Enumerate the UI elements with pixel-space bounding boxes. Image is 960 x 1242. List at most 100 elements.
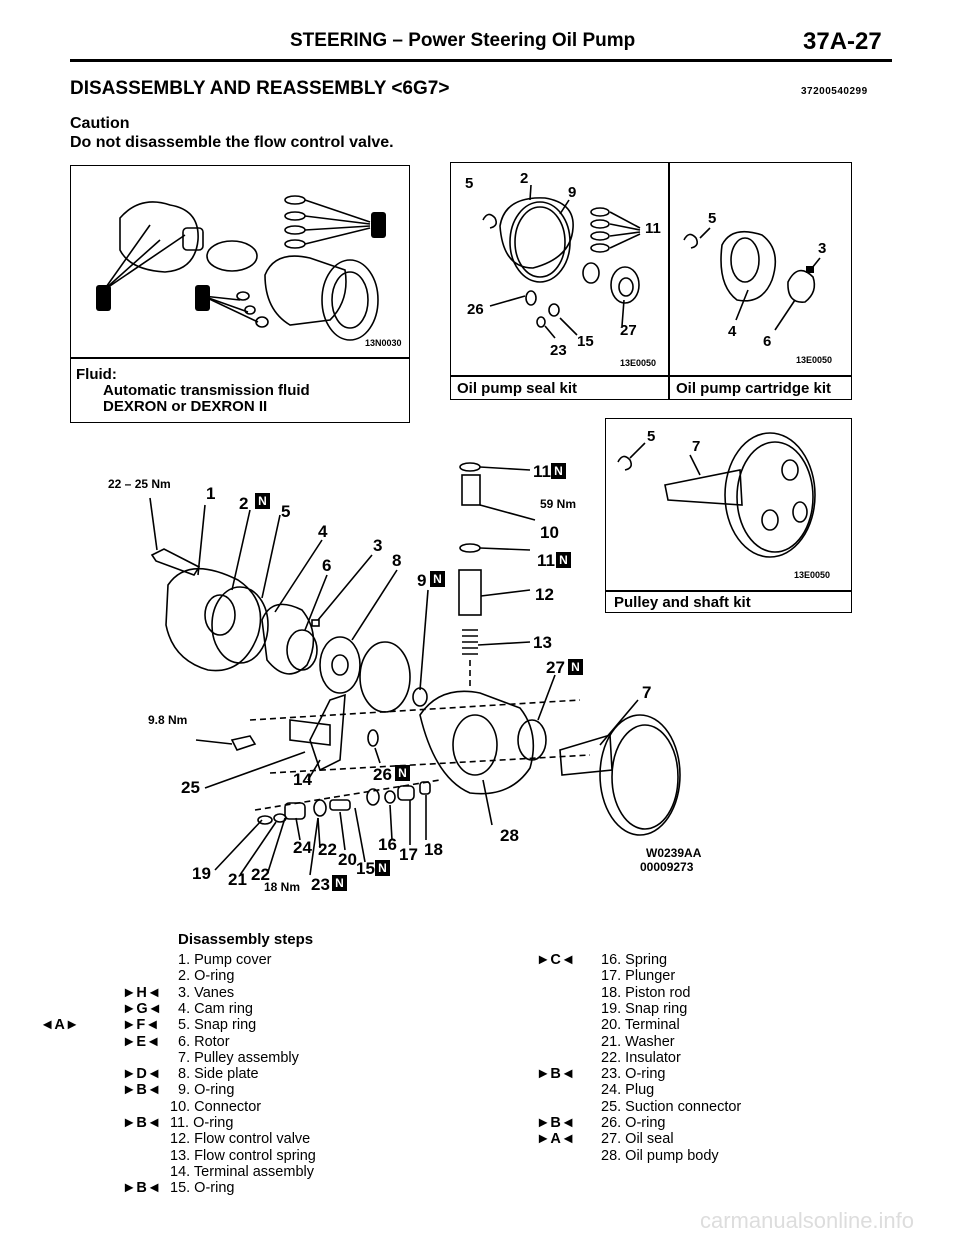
new-part-badge: N	[375, 860, 390, 876]
callout-15: 15	[356, 859, 375, 878]
step-mark: ►B◄	[536, 1115, 576, 1131]
step-text: 3. Vanes	[178, 984, 235, 1001]
step-mark: ►B◄	[122, 1082, 162, 1099]
step-text: 18. Piston rod	[601, 984, 691, 1001]
callout-7: 7	[642, 683, 652, 702]
cartridge-callout-6: 6	[763, 333, 772, 350]
cartridge-kit-code: 13E0050	[796, 355, 833, 365]
caution-heading: Caution	[70, 115, 130, 132]
callout-11-top: 11	[533, 462, 551, 481]
callout-11-mid: 11	[537, 551, 555, 570]
step-mark: ►H◄	[122, 984, 162, 1001]
torque-label-18: 18 Nm	[264, 880, 301, 894]
callout-22-low: 22	[251, 865, 270, 884]
fluid-divider	[70, 357, 410, 359]
seal-kit-callout-2: 2	[520, 170, 529, 187]
callout-20: 20	[338, 850, 357, 869]
step-text: 8. Side plate	[178, 1066, 259, 1083]
step-text: 5. Snap ring	[178, 1017, 257, 1034]
callout-2: 2	[239, 494, 249, 513]
step-mark: ►B◄	[122, 1115, 162, 1131]
callout-3: 3	[373, 536, 383, 555]
pulley-callout-7: 7	[692, 438, 701, 455]
step-text: 11. O-ring	[170, 1115, 234, 1131]
fluid-heading: Fluid:	[76, 366, 117, 383]
callout-13: 13	[533, 633, 552, 652]
callout-5: 5	[281, 502, 291, 521]
new-part-badge: N	[430, 571, 445, 587]
step-mark: ►E◄	[122, 1033, 161, 1050]
seal-kit-callout-11: 11	[645, 220, 661, 237]
callout-9: 9	[417, 571, 427, 590]
seal-kit-callout-26: 26	[467, 301, 484, 318]
cartridge-callout-3: 3	[818, 240, 827, 257]
fluid-figure-code: 13N0030	[365, 338, 402, 348]
callout-8: 8	[392, 551, 402, 570]
step-pre-mark: ◄A►	[40, 1017, 80, 1034]
callout-16: 16	[378, 835, 397, 854]
diagram-code-1: W0239AA	[646, 846, 702, 860]
step-text: 10. Connector	[170, 1098, 262, 1115]
seal-kit-callout-15: 15	[577, 333, 594, 350]
step-text: 2. O-ring	[178, 968, 235, 985]
step-text: 9. O-ring	[178, 1082, 235, 1099]
cartridge-kit-caption: Oil pump cartridge kit	[676, 380, 832, 397]
new-part-badge: N	[556, 552, 571, 568]
callout-4: 4	[318, 522, 328, 541]
callout-19: 19	[192, 864, 211, 883]
fluid-line2: DEXRON or DEXRON II	[103, 398, 268, 415]
step-text: 19. Snap ring	[601, 1000, 688, 1017]
seal-kit-caption: Oil pump seal kit	[457, 380, 578, 397]
fluid-label: Fluid: Automatic transmission fluid DEXR…	[76, 367, 310, 415]
step-mark: ►B◄	[122, 1180, 162, 1197]
step-text: 14. Terminal assembly	[170, 1163, 314, 1180]
kits-figure-box	[450, 162, 852, 400]
torque-label-59: 59 Nm	[540, 497, 577, 511]
step-text: 22. Insulator	[601, 1049, 681, 1066]
step-mark: ►D◄	[122, 1066, 162, 1083]
step-text: 17. Plunger	[601, 968, 676, 985]
step-text: 4. Cam ring	[178, 1000, 253, 1017]
pulley-caption-divider	[605, 590, 852, 592]
callout-28: 28	[500, 826, 519, 845]
new-part-badge: N	[255, 493, 270, 509]
callout-1: 1	[206, 484, 216, 503]
page-header-title: STEERING – Power Steering Oil Pump	[290, 30, 636, 51]
header-rule	[70, 59, 892, 62]
callout-10: 10	[540, 523, 559, 542]
callout-27: 27	[546, 658, 565, 677]
step-text: 27. Oil seal	[601, 1131, 674, 1148]
callout-17: 17	[399, 845, 418, 864]
callout-25: 25	[181, 778, 200, 797]
step-text: 28. Oil pump body	[601, 1147, 719, 1164]
cartridge-callout-5: 5	[708, 210, 717, 227]
step-text: 24. Plug	[601, 1082, 655, 1099]
callout-18: 18	[424, 840, 443, 859]
step-text: 1. Pump cover	[178, 952, 272, 968]
callout-12: 12	[535, 585, 554, 604]
callout-26: 26	[373, 765, 392, 784]
callout-22-mid: 22	[318, 840, 337, 859]
pulley-callout-5: 5	[647, 428, 656, 445]
section-title: DISASSEMBLY AND REASSEMBLY <6G7>	[70, 78, 450, 99]
page-number: 37A-27	[803, 28, 882, 55]
step-text: 7. Pulley assembly	[178, 1049, 299, 1066]
step-text: 16. Spring	[601, 952, 668, 968]
pulley-kit-code: 13E0050	[794, 570, 831, 580]
step-mark: ►C◄	[536, 952, 576, 968]
torque-label-22-25: 22 – 25 Nm	[108, 477, 171, 491]
callout-24: 24	[293, 838, 312, 857]
cartridge-callout-4: 4	[728, 323, 737, 340]
new-part-badge: N	[551, 463, 566, 479]
seal-kit-callout-5: 5	[465, 175, 474, 192]
seal-kit-callout-23: 23	[550, 342, 567, 359]
kits-caption-divider	[450, 375, 852, 377]
section-code: 37200540299	[801, 86, 868, 97]
watermark: carmanualsonline.info	[700, 1208, 915, 1233]
step-text: 25. Suction connector	[601, 1098, 742, 1115]
